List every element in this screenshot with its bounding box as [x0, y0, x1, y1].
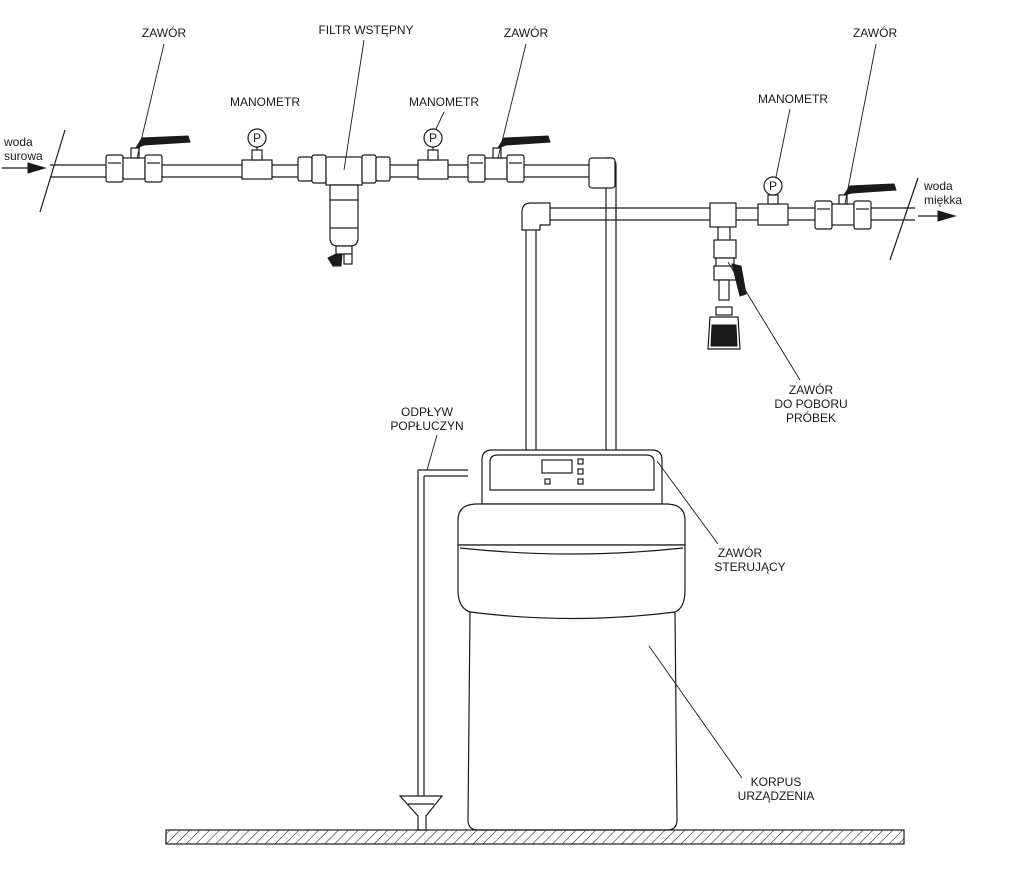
drain-label-line-1: ODPŁYW	[401, 405, 454, 419]
soft-water-label-line-1: woda	[923, 179, 953, 193]
drain-funnel-icon	[398, 795, 444, 831]
gauge-2-symbol: P	[429, 131, 437, 145]
outlet-pressure-gauge: P	[757, 176, 789, 226]
sampling-tee	[709, 202, 747, 301]
gauge-3-symbol: P	[769, 179, 777, 193]
middle-pressure-gauge: P	[417, 128, 449, 180]
softener-lid	[457, 503, 686, 546]
housing-callout: KORPUS URZĄDZENIA	[648, 645, 815, 803]
floor	[165, 829, 905, 845]
housing-label-line-1: KORPUS	[751, 775, 802, 789]
valve-2-callout: ZAWÓR	[497, 25, 549, 159]
prefilter-callout: FILTR WSTĘPNY	[318, 23, 414, 171]
valve-3-label: ZAWÓR	[853, 25, 898, 40]
gauge-1-symbol: P	[253, 131, 261, 145]
sample-valve-label-line-3: PRÓBEK	[786, 410, 836, 425]
control-valve-callout: ZAWÓR STERUJĄCY	[656, 460, 786, 574]
soft-water-label: woda miękka	[923, 179, 962, 207]
gauge-2-label: MANOMETR	[409, 95, 479, 109]
housing-label-line-2: URZĄDZENIA	[738, 789, 815, 803]
gauge-1-label: MANOMETR	[230, 95, 300, 109]
pre-softener-ball-valve	[467, 135, 551, 183]
sample-valve-label-line-1: ZAWÓR	[789, 382, 834, 397]
valve-1-label: ZAWÓR	[142, 25, 187, 40]
valve-2-label: ZAWÓR	[504, 25, 549, 40]
gauge-1-callout: MANOMETR	[230, 95, 300, 109]
outlet-ball-valve	[814, 183, 897, 230]
gauge-3-label: MANOMETR	[758, 92, 828, 106]
gauge-3-callout: MANOMETR	[758, 92, 828, 178]
pre-filter	[297, 154, 391, 267]
valve-3-callout: ZAWÓR	[844, 25, 898, 205]
soft-water-arrow-icon	[918, 210, 957, 222]
raw-water-arrow-icon	[2, 162, 47, 174]
drain-hose	[417, 469, 468, 796]
gauge-2-callout: MANOMETR	[409, 95, 479, 130]
inlet-ball-valve	[105, 135, 191, 183]
control-valve-label-line-1: ZAWÓR	[718, 545, 763, 560]
sample-bottle-icon	[707, 306, 741, 350]
control-valve-label-line-2: STERUJĄCY	[714, 560, 785, 574]
sample-valve-callout: ZAWÓR DO POBORU PRÓBEK	[727, 261, 848, 425]
raw-water-label-line-2: surowa	[4, 149, 43, 163]
raw-water-label: woda surowa	[3, 135, 43, 163]
drain-label-line-2: POPŁUCZYN	[390, 419, 463, 433]
prefilter-label: FILTR WSTĘPNY	[318, 23, 413, 37]
softener-housing	[457, 544, 686, 831]
control-valve-head	[481, 449, 663, 505]
inlet-pressure-gauge: P	[241, 128, 273, 180]
drain-callout: ODPŁYW POPŁUCZYN	[390, 405, 464, 471]
sample-valve-label-line-2: DO POBORU	[774, 397, 847, 411]
valve-1-callout: ZAWÓR	[136, 25, 187, 159]
raw-water-label-line-1: woda	[3, 135, 33, 149]
soft-water-label-line-2: miękka	[924, 193, 962, 207]
raw-water-section-break	[39, 129, 66, 213]
soft-water-section-break	[889, 177, 919, 261]
